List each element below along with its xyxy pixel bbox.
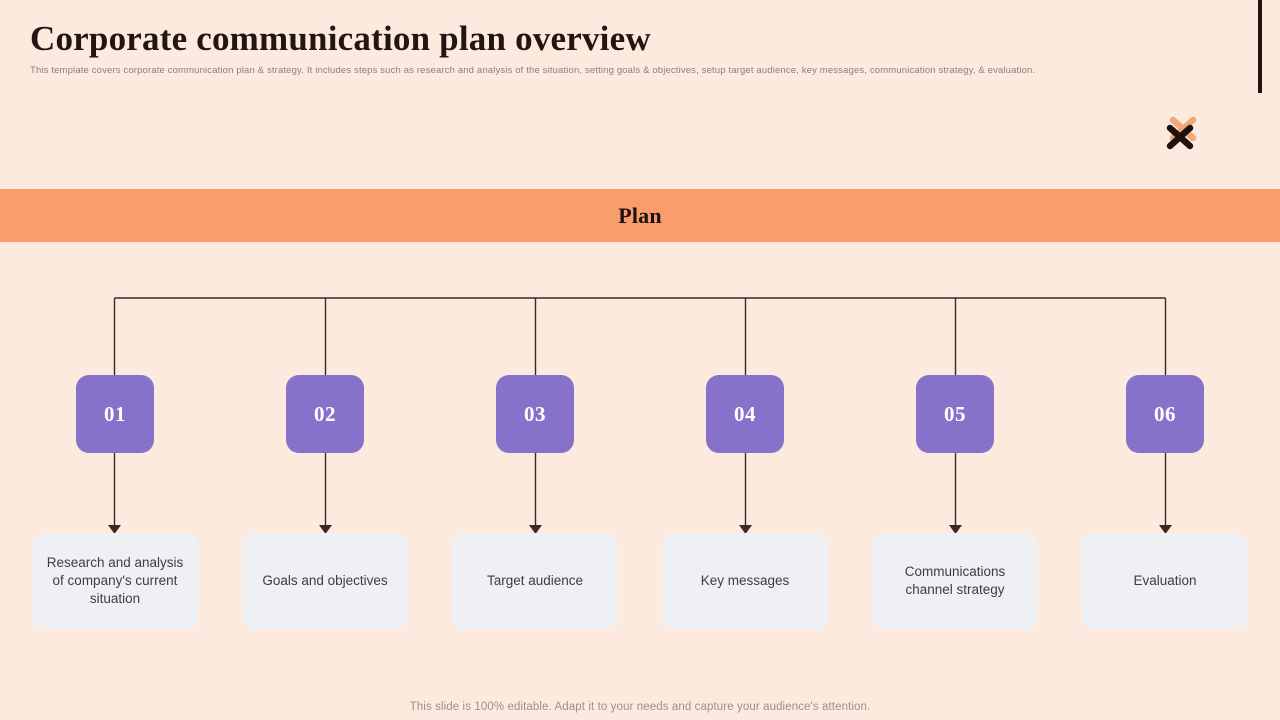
step-card-label: Communications channel strategy bbox=[904, 564, 1006, 597]
step-badge-02[interactable]: 02 bbox=[286, 375, 364, 453]
step-number-label: 04 bbox=[734, 401, 756, 426]
page-subtitle: This template covers corporate communica… bbox=[30, 65, 1036, 76]
slide-footer: This slide is 100% editable. Adapt it to… bbox=[0, 697, 1280, 715]
header-accent-rule bbox=[1258, 0, 1262, 93]
step-card-label: Goals and objectives bbox=[262, 573, 388, 588]
step-column-02[interactable]: 02 Goals and objectives bbox=[240, 242, 410, 682]
step-column-04[interactable]: 04 Key messages bbox=[660, 242, 830, 682]
step-badge-05[interactable]: 05 bbox=[916, 375, 994, 453]
step-card-label: Target audience bbox=[486, 573, 584, 588]
step-badge-01[interactable]: 01 bbox=[76, 375, 154, 453]
footer-note: This slide is 100% editable. Adapt it to… bbox=[409, 701, 871, 713]
step-number-label: 01 bbox=[104, 401, 126, 426]
step-number-label: 05 bbox=[944, 401, 966, 426]
step-column-01[interactable]: 01 Research and analysis of company's cu… bbox=[30, 242, 200, 682]
step-number-label: 02 bbox=[314, 401, 336, 426]
step-card-02[interactable]: Goals and objectives bbox=[242, 533, 408, 629]
section-banner: Plan bbox=[0, 189, 1280, 242]
step-card-label: Evaluation bbox=[1133, 573, 1197, 588]
step-badge-04[interactable]: 04 bbox=[706, 375, 784, 453]
step-badge-03[interactable]: 03 bbox=[496, 375, 574, 453]
slide-header: Corporate communication plan overview Th… bbox=[0, 0, 1280, 189]
step-card-05[interactable]: Communications channel strategy bbox=[872, 533, 1038, 629]
step-column-06[interactable]: 06 Evaluation bbox=[1080, 242, 1250, 682]
step-column-05[interactable]: 05 Communications channel strategy bbox=[870, 242, 1040, 682]
step-card-01[interactable]: Research and analysis of company's curre… bbox=[32, 533, 198, 629]
step-number-label: 06 bbox=[1154, 401, 1176, 426]
step-timeline-diagram: 01 Research and analysis of company's cu… bbox=[0, 242, 1280, 682]
page-title: Corporate communication plan overview bbox=[30, 19, 651, 58]
step-badge-06[interactable]: 06 bbox=[1126, 375, 1204, 453]
section-banner-label: Plan bbox=[618, 202, 662, 228]
step-column-03[interactable]: 03 Target audience bbox=[450, 242, 620, 682]
step-number-label: 03 bbox=[524, 401, 546, 426]
step-card-label: Key messages bbox=[700, 573, 790, 588]
step-card-label: Research and analysis of company's curre… bbox=[46, 555, 184, 606]
step-card-03[interactable]: Target audience bbox=[452, 533, 618, 629]
step-card-04[interactable]: Key messages bbox=[662, 533, 828, 629]
step-card-06[interactable]: Evaluation bbox=[1082, 533, 1248, 629]
double-x-mark-icon bbox=[1162, 112, 1204, 154]
